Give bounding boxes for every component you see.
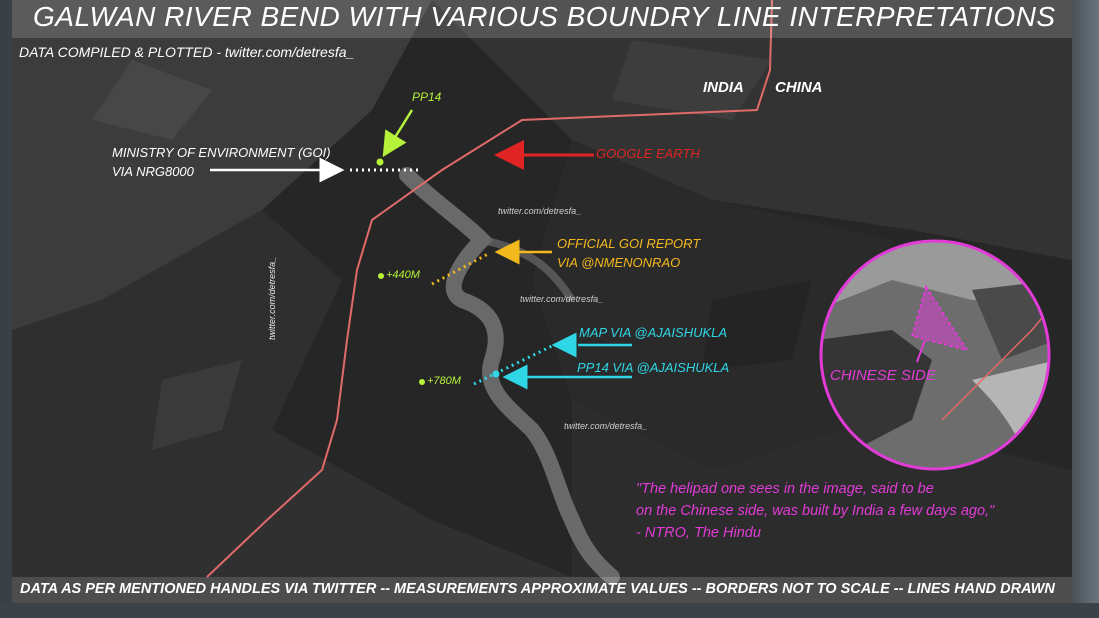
- ministry-label-line2: VIA NRG8000: [112, 164, 194, 179]
- pp14-ajaishukla-label: PP14 VIA @AJAISHUKLA: [577, 360, 730, 375]
- pp14-label: PP14: [412, 90, 442, 104]
- ministry-label-line1: MINISTRY OF ENVIRONMENT (GOI): [112, 145, 331, 160]
- india-label: INDIA: [703, 79, 744, 96]
- left-background-edge: [0, 0, 12, 618]
- watermark-2: twitter.com/detresfa_: [520, 294, 604, 304]
- watermark-vertical: twitter.com/detresfa_: [267, 256, 277, 340]
- goi-report-label: OFFICIAL GOI REPORT VIA @NMENONRAO: [557, 234, 700, 272]
- china-label: CHINA: [775, 79, 823, 96]
- pp14-point: [376, 158, 384, 166]
- chinese-side-pointer: [916, 339, 926, 363]
- quote-line3: - NTRO, The Hindu: [636, 525, 761, 541]
- chinese-side-label: CHINESE SIDE: [830, 367, 936, 384]
- goi-report-line2: VIA @NMENONRAO: [557, 255, 681, 270]
- quote-line2: on the Chinese side, was built by India …: [636, 503, 995, 519]
- footer-bar: DATA AS PER MENTIONED HANDLES VIA TWITTE…: [12, 577, 1072, 603]
- right-background-edge: [1072, 0, 1099, 618]
- title-bar: GALWAN RIVER BEND WITH VARIOUS BOUNDRY L…: [12, 0, 1072, 38]
- plus780-point: [419, 379, 425, 385]
- ajaishukla-dotted-line: [473, 344, 553, 386]
- goi-report-dotted-line: [431, 252, 489, 286]
- satellite-map-image: GALWAN RIVER BEND WITH VARIOUS BOUNDRY L…: [12, 0, 1072, 603]
- watermark-3: twitter.com/detresfa_: [564, 421, 648, 431]
- pp14-ajaishukla-point: [492, 370, 500, 378]
- watermark-1: twitter.com/detresfa_: [498, 206, 582, 216]
- plus780-label: +780M: [427, 375, 461, 387]
- ntro-quote: "The helipad one sees in the image, said…: [636, 478, 994, 544]
- google-earth-label: GOOGLE EARTH: [596, 146, 700, 161]
- map-ajaishukla-label: MAP VIA @AJAISHUKLA: [579, 325, 728, 340]
- inset-zoom: [819, 239, 1051, 471]
- quote-line1: "The helipad one sees in the image, said…: [636, 481, 934, 497]
- footer-text: DATA AS PER MENTIONED HANDLES VIA TWITTE…: [20, 581, 1055, 597]
- pp14-arrow: [382, 109, 414, 158]
- boundary-line: [206, 0, 773, 578]
- bottom-background-edge: [0, 603, 1099, 618]
- chinese-side-area: [910, 284, 970, 352]
- credit-label: DATA COMPILED & PLOTTED - twitter.com/de…: [19, 44, 355, 60]
- goi-report-line1: OFFICIAL GOI REPORT: [557, 236, 701, 251]
- terrain-shading: [12, 0, 1072, 577]
- plus440-point: [378, 273, 384, 279]
- page-title: GALWAN RIVER BEND WITH VARIOUS BOUNDRY L…: [33, 1, 1056, 32]
- map-drawing: [12, 0, 1072, 585]
- ministry-label: MINISTRY OF ENVIRONMENT (GOI) VIA NRG800…: [112, 143, 331, 181]
- plus440-label: +440M: [386, 269, 420, 281]
